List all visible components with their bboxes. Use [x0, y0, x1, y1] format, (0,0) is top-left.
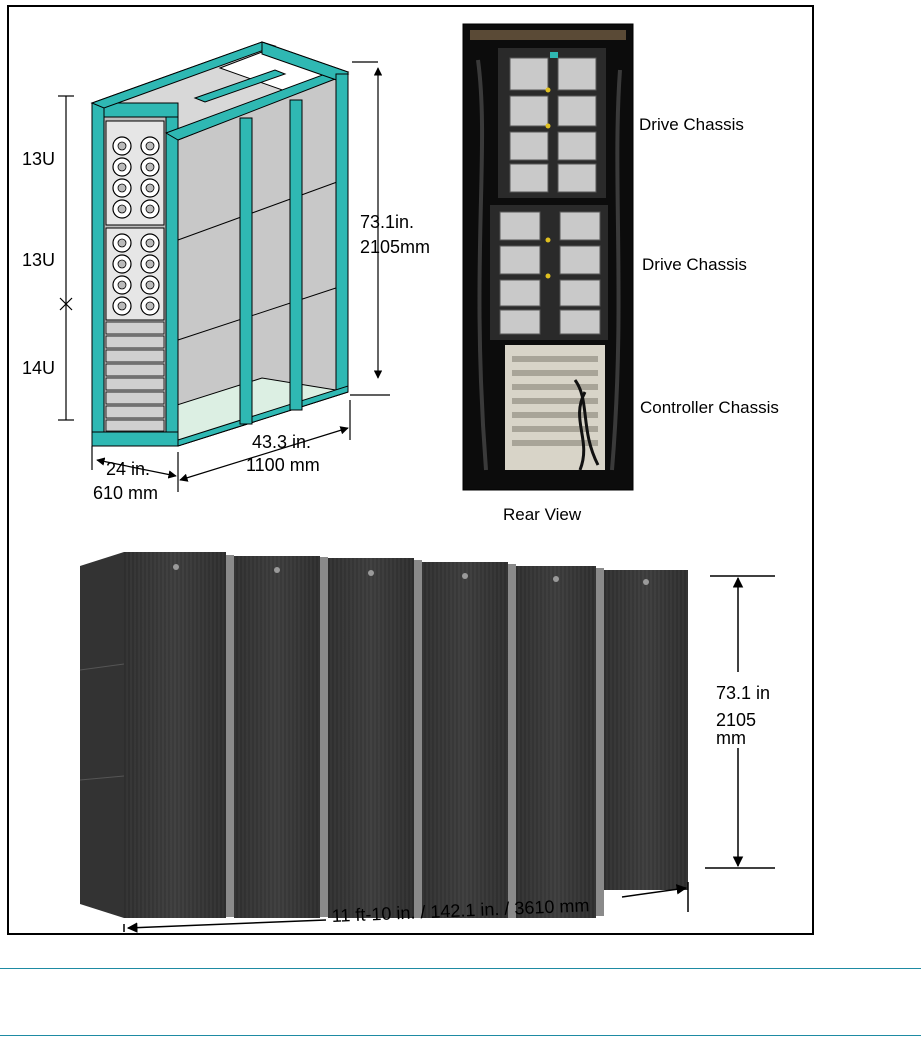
rear-label-drive-chassis-1: Drive Chassis [639, 115, 744, 134]
width-dimension-line [96, 457, 177, 479]
u-label-middle: 13U [22, 250, 55, 270]
rack-diagram: 13U 13U 14U 73.1in. 2105mm 43.3 in. 1100… [22, 41, 430, 503]
rack-width-mm: 610 mm [93, 483, 158, 503]
rack-depth-mm: 1100 mm [246, 455, 320, 475]
rear-label-controller-chassis: Controller Chassis [640, 398, 779, 417]
u-label-bottom: 14U [22, 358, 55, 378]
rack-depth-in: 43.3 in. [252, 432, 311, 452]
rack-height-mm: 2105mm [360, 237, 430, 257]
cabinet-height-in: 73.1 in [716, 683, 770, 703]
rear-drive-chassis-1 [498, 48, 606, 198]
rack-frame [90, 41, 350, 447]
rack-height-in: 73.1in. [360, 212, 414, 232]
cabinet-row [124, 552, 688, 918]
depth-dimension-line [179, 426, 349, 482]
rear-controller-chassis [505, 345, 605, 471]
u-label-top: 13U [22, 149, 55, 169]
rear-view-caption: Rear View [503, 505, 582, 524]
divider-bottom [0, 1035, 921, 1036]
rear-view-photo: Drive Chassis Drive Chassis Controller C… [462, 23, 779, 524]
cabinet-photo: 73.1 in 2105 mm 11 ft-10 in. / 142.1 in.… [79, 552, 775, 933]
cabinet-end-panel [80, 552, 124, 918]
rear-label-drive-chassis-2: Drive Chassis [642, 255, 747, 274]
rack-drive-bays [105, 120, 165, 432]
rear-drive-chassis-2 [490, 205, 608, 340]
cabinet-height-mm-unit: mm [716, 728, 746, 748]
rack-width-in: 24 in. [106, 459, 150, 479]
cabinet-height-mm-value: 2105 [716, 710, 756, 730]
divider-top [0, 968, 921, 969]
